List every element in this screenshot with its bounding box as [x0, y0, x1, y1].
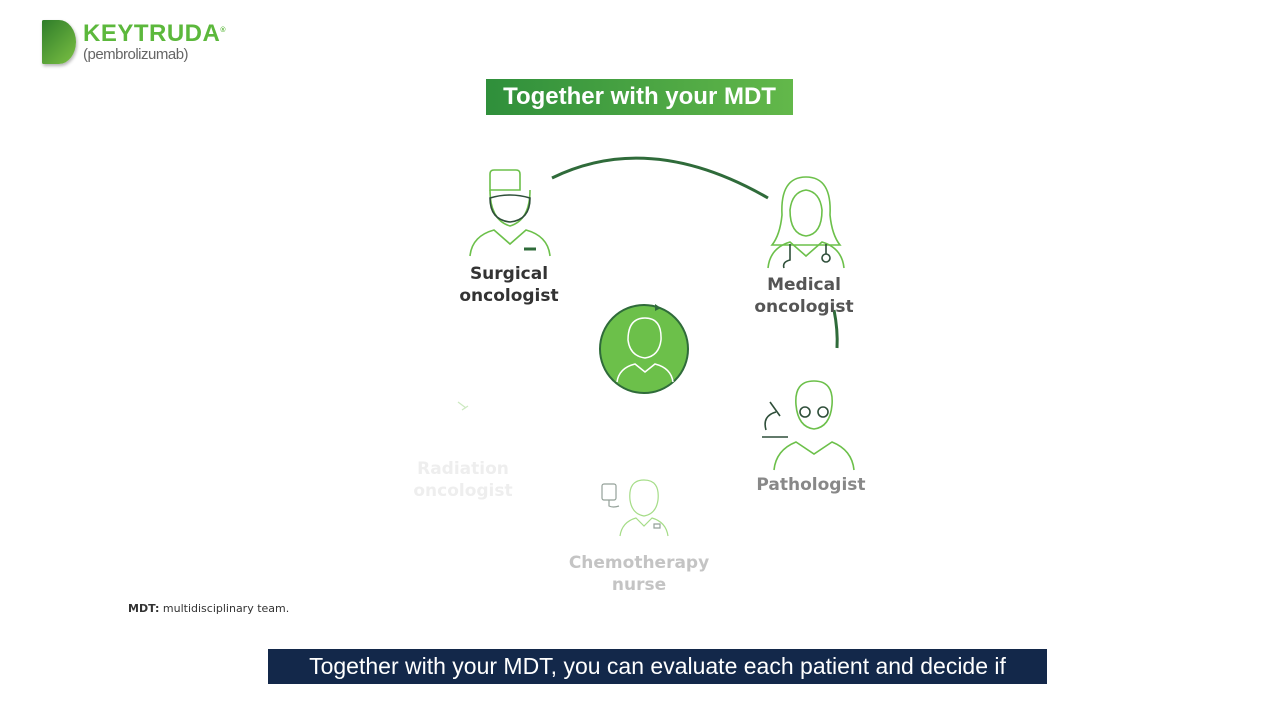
footnote-definition: multidisciplinary team.: [162, 602, 290, 615]
pathologist-icon: [762, 380, 855, 471]
logo-registered: ®: [220, 27, 227, 34]
slide-title: Together with your MDT: [486, 79, 793, 115]
subtitle-caption: Together with your MDT, you can evaluate…: [268, 649, 1047, 684]
pathologist-label: Pathologist: [756, 475, 866, 495]
footnote-term: MDT:: [128, 602, 160, 615]
medical-oncologist-icon: [767, 176, 845, 269]
chemotherapy-nurse-label: Chemotherapy nurse: [568, 553, 710, 595]
footnote: MDT: multidisciplinary team.: [128, 602, 289, 615]
radiation-oncologist-icon: [457, 401, 469, 411]
logo-generic-name: (pembrolizumab): [83, 46, 189, 63]
radiation-oncologist-label: Radiation oncologist: [413, 459, 513, 501]
medical-oncologist-label: Medical oncologist: [754, 275, 854, 317]
keytruda-logo: KEYTRUDA® (pembrolizumab): [40, 18, 230, 68]
patient-icon: [599, 304, 689, 394]
logo-brand: KEYTRUDA: [83, 20, 221, 47]
connector-arc: [551, 156, 769, 200]
chemotherapy-nurse-icon: [601, 479, 669, 537]
connector-arc: [832, 309, 839, 349]
logo-mark-icon: [42, 20, 76, 64]
surgical-oncologist-icon: [469, 169, 551, 257]
surgical-oncologist-label: Surgical oncologist: [459, 264, 559, 306]
